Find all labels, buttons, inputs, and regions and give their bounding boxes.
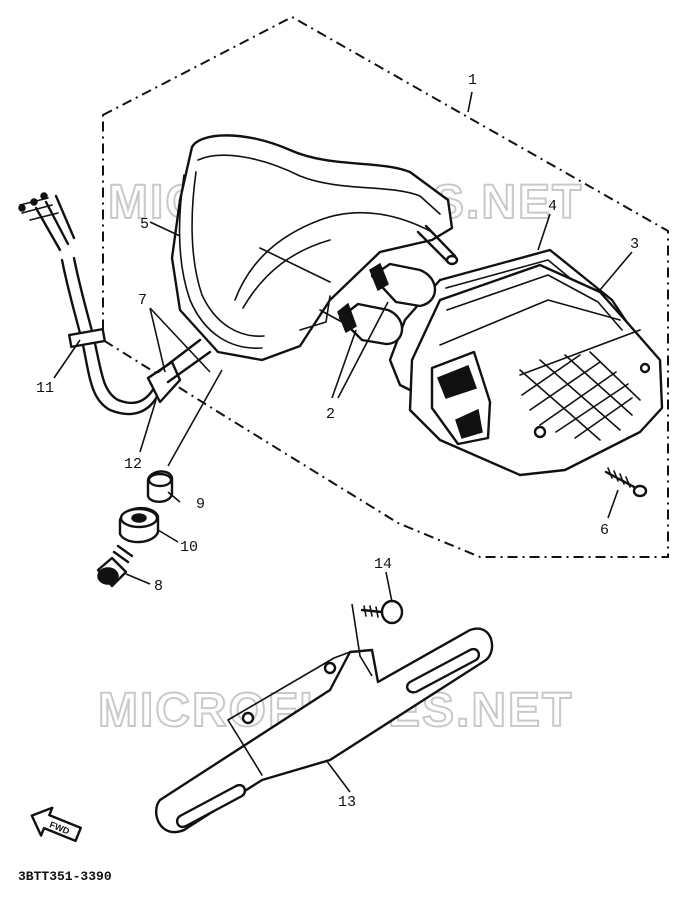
callout-10: 10	[180, 539, 198, 556]
callout-labels: 1 4 3 5 7 2 6 11 12 9 10 8 13 14	[36, 72, 639, 811]
diagram-code: 3BTT351-3390	[18, 869, 112, 884]
callout-4: 4	[548, 198, 557, 215]
callout-5: 5	[140, 216, 149, 233]
callout-8: 8	[154, 578, 163, 595]
part-2-bulbs	[337, 262, 437, 346]
lens-reflector-hatch	[519, 351, 641, 441]
part-6-screw	[604, 467, 648, 498]
callout-7: 7	[138, 292, 147, 309]
part-3-lens	[408, 263, 664, 477]
fwd-direction-arrow: FWD	[30, 806, 83, 843]
callout-6: 6	[600, 522, 609, 539]
callout-11: 11	[36, 380, 54, 397]
callout-9: 9	[196, 496, 205, 513]
part-10-cushion	[118, 507, 160, 544]
part-5-housing	[170, 134, 459, 362]
part-12-grommet	[146, 338, 212, 404]
callout-13: 13	[338, 794, 356, 811]
callout-1: 1	[468, 72, 477, 89]
callout-3: 3	[630, 236, 639, 253]
part-9-collar	[146, 470, 174, 503]
leader-lines	[53, 91, 633, 793]
part-14-screw	[360, 599, 404, 625]
callout-2: 2	[326, 406, 335, 423]
part-11-wire-harness	[18, 192, 160, 416]
callout-14: 14	[374, 556, 392, 573]
part-8-bolt	[96, 544, 134, 588]
callout-12: 12	[124, 456, 142, 473]
part-13-bracket	[155, 627, 494, 834]
assembly-boundary	[102, 15, 669, 558]
